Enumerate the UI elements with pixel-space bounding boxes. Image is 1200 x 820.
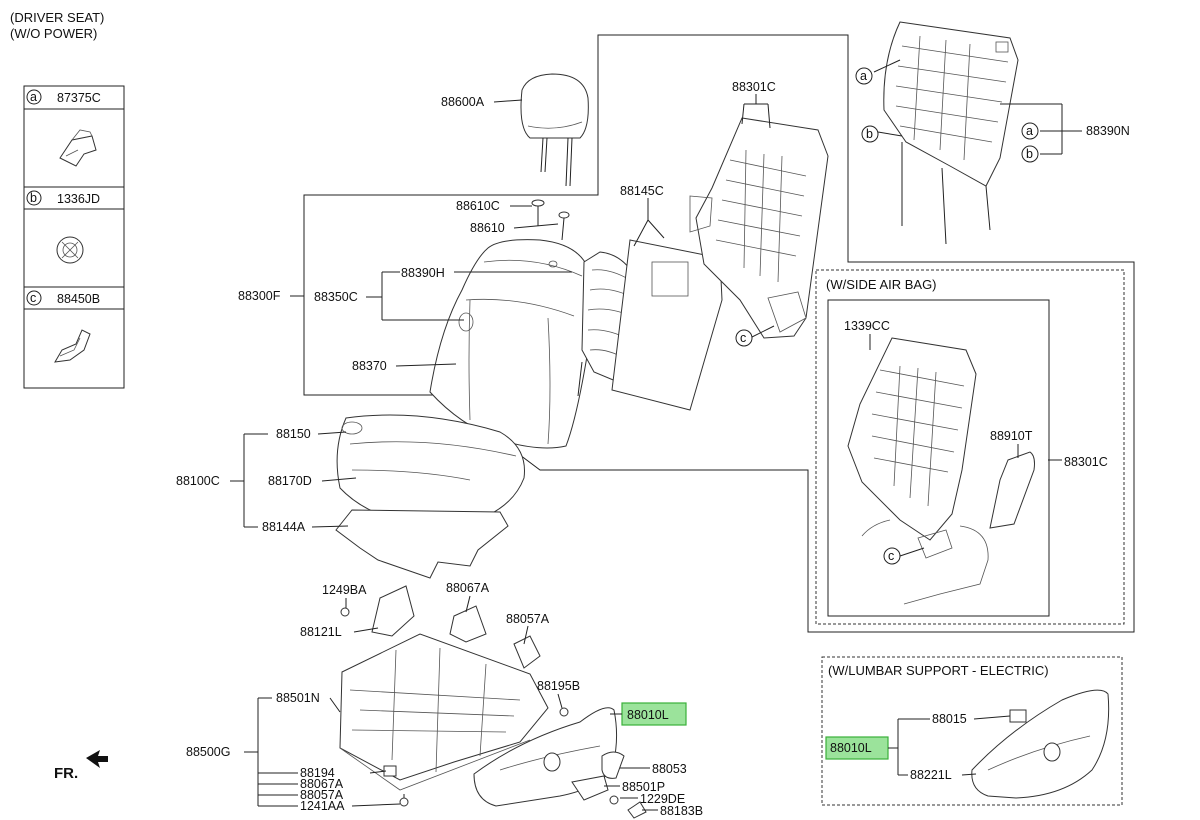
airbag-frame-drawing <box>847 337 1035 605</box>
marker-b-top <box>861 125 879 143</box>
part-labels: 88600A 88610C 88610 88301C 88145C 88390H… <box>176 80 1130 818</box>
label-88150: 88150 <box>276 427 311 441</box>
label-88301c-side: 88301C <box>1064 455 1108 469</box>
label-88067a-top: 88067A <box>446 581 490 595</box>
legend-letter-a: a <box>30 90 37 104</box>
label-88301c-top: 88301C <box>732 80 776 94</box>
label-1339cc: 1339CC <box>844 319 890 333</box>
header-side-airbag: (W/SIDE AIR BAG) <box>826 277 937 292</box>
legend-marker-c <box>26 290 42 306</box>
legend-table: a 87375C b 1336JD c 88450B <box>23 85 125 389</box>
label-88610: 88610 <box>470 221 505 235</box>
seat-cushion-drawing <box>336 414 525 529</box>
header-lumbar: (W/LUMBAR SUPPORT - ELECTRIC) <box>828 663 1049 678</box>
marker-c-airbag-text: c <box>888 549 894 563</box>
front-arrow-icon <box>86 750 108 768</box>
label-88057a-bot: 88057A <box>300 788 344 802</box>
headrest-guide-drawing <box>531 199 570 241</box>
seat-track-frame-drawing <box>339 585 549 807</box>
legend-part-b: 1336JD <box>57 192 100 206</box>
legend-part-c: 88450B <box>57 292 100 306</box>
label-88195b: 88195B <box>537 679 580 693</box>
label-88053: 88053 <box>652 762 687 776</box>
marker-a-top <box>855 67 873 85</box>
label-88121l: 88121L <box>300 625 342 639</box>
marker-c-frame-text: c <box>740 331 746 345</box>
label-88600a: 88600A <box>441 95 485 109</box>
label-88170d: 88170D <box>268 474 312 488</box>
header-driver-seat: (DRIVER SEAT) <box>10 10 104 25</box>
lumbar-shield-drawing <box>971 689 1110 799</box>
marker-b-right-text: b <box>1026 147 1033 161</box>
front-label: FR. <box>54 765 78 782</box>
label-88370: 88370 <box>352 359 387 373</box>
hook-clip-icon <box>54 329 91 363</box>
label-88221l: 88221L <box>910 768 952 782</box>
label-88057a-top: 88057A <box>506 612 550 626</box>
legend-letter-b: b <box>30 191 37 205</box>
leader-lines <box>230 59 1082 811</box>
seatback-pad-drawing <box>577 239 723 411</box>
marker-a-right-text: a <box>1026 124 1033 138</box>
clip-icon <box>59 129 97 167</box>
side-shield-drawing <box>473 707 647 819</box>
label-88067a-bot: 88067A <box>300 777 344 791</box>
lumbar-dashed-box <box>821 656 1123 806</box>
label-88501p: 88501P <box>622 780 665 794</box>
label-88610c: 88610C <box>456 199 500 213</box>
seatback-frame-drawing <box>689 117 829 339</box>
label-88100c: 88100C <box>176 474 220 488</box>
marker-b-right <box>1021 145 1039 163</box>
marker-a-top-text: a <box>860 69 867 83</box>
cushion-pad-drawing <box>335 509 509 579</box>
seatback-frame-rear-drawing <box>883 21 1019 245</box>
label-88500g: 88500G <box>186 745 230 759</box>
label-88145c: 88145C <box>620 184 664 198</box>
label-88183b: 88183B <box>660 804 703 818</box>
legend-letter-c: c <box>30 291 36 305</box>
marker-c-airbag <box>883 547 901 565</box>
marker-a-right <box>1021 122 1039 140</box>
label-1229de: 1229DE <box>640 792 685 806</box>
seatback-cover-drawing <box>429 239 593 449</box>
legend-marker-a <box>26 89 42 105</box>
label-1241aa: 1241AA <box>300 799 345 813</box>
label-1249ba: 1249BA <box>322 583 367 597</box>
label-88010l-main: 88010L <box>627 708 669 722</box>
label-88144a: 88144A <box>262 520 306 534</box>
label-88010l-lumbar: 88010L <box>830 741 872 755</box>
header-wo-power: (W/O POWER) <box>10 26 97 41</box>
side-airbag-dashed-box <box>815 269 1125 625</box>
legend-marker-b <box>26 190 42 206</box>
label-88300f: 88300F <box>238 289 281 303</box>
label-88390h: 88390H <box>401 266 445 280</box>
label-88910t: 88910T <box>990 429 1033 443</box>
label-88501n: 88501N <box>276 691 320 705</box>
label-88194: 88194 <box>300 766 335 780</box>
marker-b-top-text: b <box>866 127 873 141</box>
label-88015: 88015 <box>932 712 967 726</box>
label-88390n: 88390N <box>1086 124 1130 138</box>
label-88350c: 88350C <box>314 290 358 304</box>
marker-circles: a b a b c c <box>735 67 1039 565</box>
headrest-drawing <box>520 73 589 187</box>
marker-c-frame <box>735 329 753 347</box>
legend-part-a: 87375C <box>57 91 101 105</box>
grommet-icon <box>56 236 84 264</box>
